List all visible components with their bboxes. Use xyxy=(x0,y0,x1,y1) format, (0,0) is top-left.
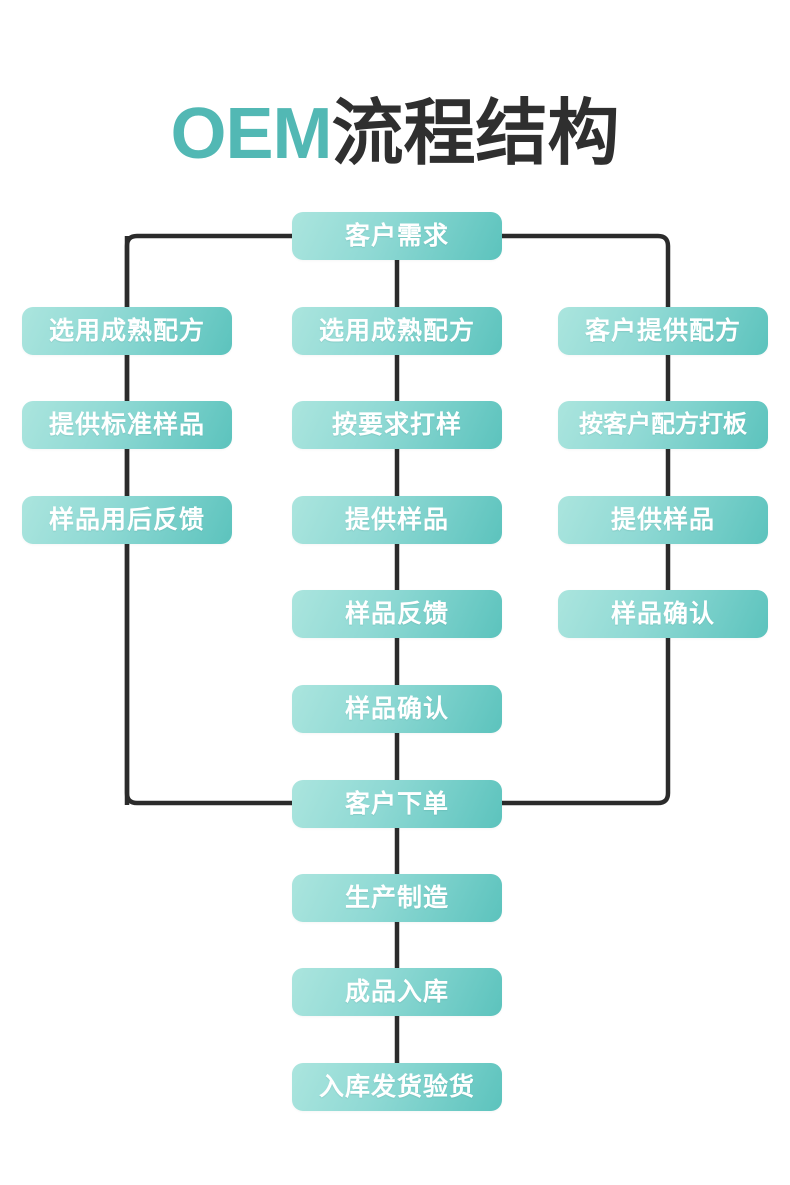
flow-node-middle-4[interactable]: 样品反馈 xyxy=(292,590,502,638)
flow-node-tail-3[interactable]: 入库发货验货 xyxy=(292,1063,502,1111)
flow-node-tail-2[interactable]: 成品入库 xyxy=(292,968,502,1016)
flow-node-label: 提供样品 xyxy=(344,505,449,534)
flow-node-left-1[interactable]: 选用成熟配方 xyxy=(22,307,232,355)
flow-node-label: 样品反馈 xyxy=(344,599,449,628)
flow-node-middle-2[interactable]: 按要求打样 xyxy=(292,401,502,449)
page-title-chinese: 流程结构 xyxy=(331,94,620,174)
flow-node-label: 入库发货验货 xyxy=(318,1072,475,1101)
flow-node-tail-1[interactable]: 生产制造 xyxy=(292,874,502,922)
flow-node-middle-1[interactable]: 选用成熟配方 xyxy=(292,307,502,355)
flow-node-merge[interactable]: 客户下单 xyxy=(292,780,502,828)
flow-node-label: 成品入库 xyxy=(344,977,449,1006)
flow-node-label: 按要求打样 xyxy=(331,410,462,439)
flow-node-label: 客户提供配方 xyxy=(584,316,741,345)
flow-node-right-1[interactable]: 客户提供配方 xyxy=(558,307,768,355)
flow-node-label: 样品确认 xyxy=(610,599,715,628)
flow-node-label: 样品确认 xyxy=(344,694,449,723)
flow-node-middle-5[interactable]: 样品确认 xyxy=(292,685,502,733)
flow-node-label: 选用成熟配方 xyxy=(48,316,205,345)
flow-node-label: 按客户配方打板 xyxy=(579,411,747,438)
flow-node-start[interactable]: 客户需求 xyxy=(292,212,502,260)
flow-node-middle-3[interactable]: 提供样品 xyxy=(292,496,502,544)
flow-node-left-2[interactable]: 提供标准样品 xyxy=(22,401,232,449)
flow-node-label: 客户需求 xyxy=(344,221,449,250)
page-title-latin: OEM xyxy=(170,94,332,174)
flow-node-label: 提供样品 xyxy=(610,505,715,534)
flow-node-label: 选用成熟配方 xyxy=(318,316,475,345)
flow-node-label: 客户下单 xyxy=(344,789,449,818)
flow-node-right-4[interactable]: 样品确认 xyxy=(558,590,768,638)
flow-node-right-3[interactable]: 提供样品 xyxy=(558,496,768,544)
flow-node-label: 提供标准样品 xyxy=(48,410,205,439)
page-title: OEM流程结构 xyxy=(0,88,790,180)
flow-node-label: 样品用后反馈 xyxy=(48,505,205,534)
flow-node-label: 生产制造 xyxy=(344,883,449,912)
flow-node-left-3[interactable]: 样品用后反馈 xyxy=(22,496,232,544)
flow-node-right-2[interactable]: 按客户配方打板 xyxy=(558,401,768,449)
